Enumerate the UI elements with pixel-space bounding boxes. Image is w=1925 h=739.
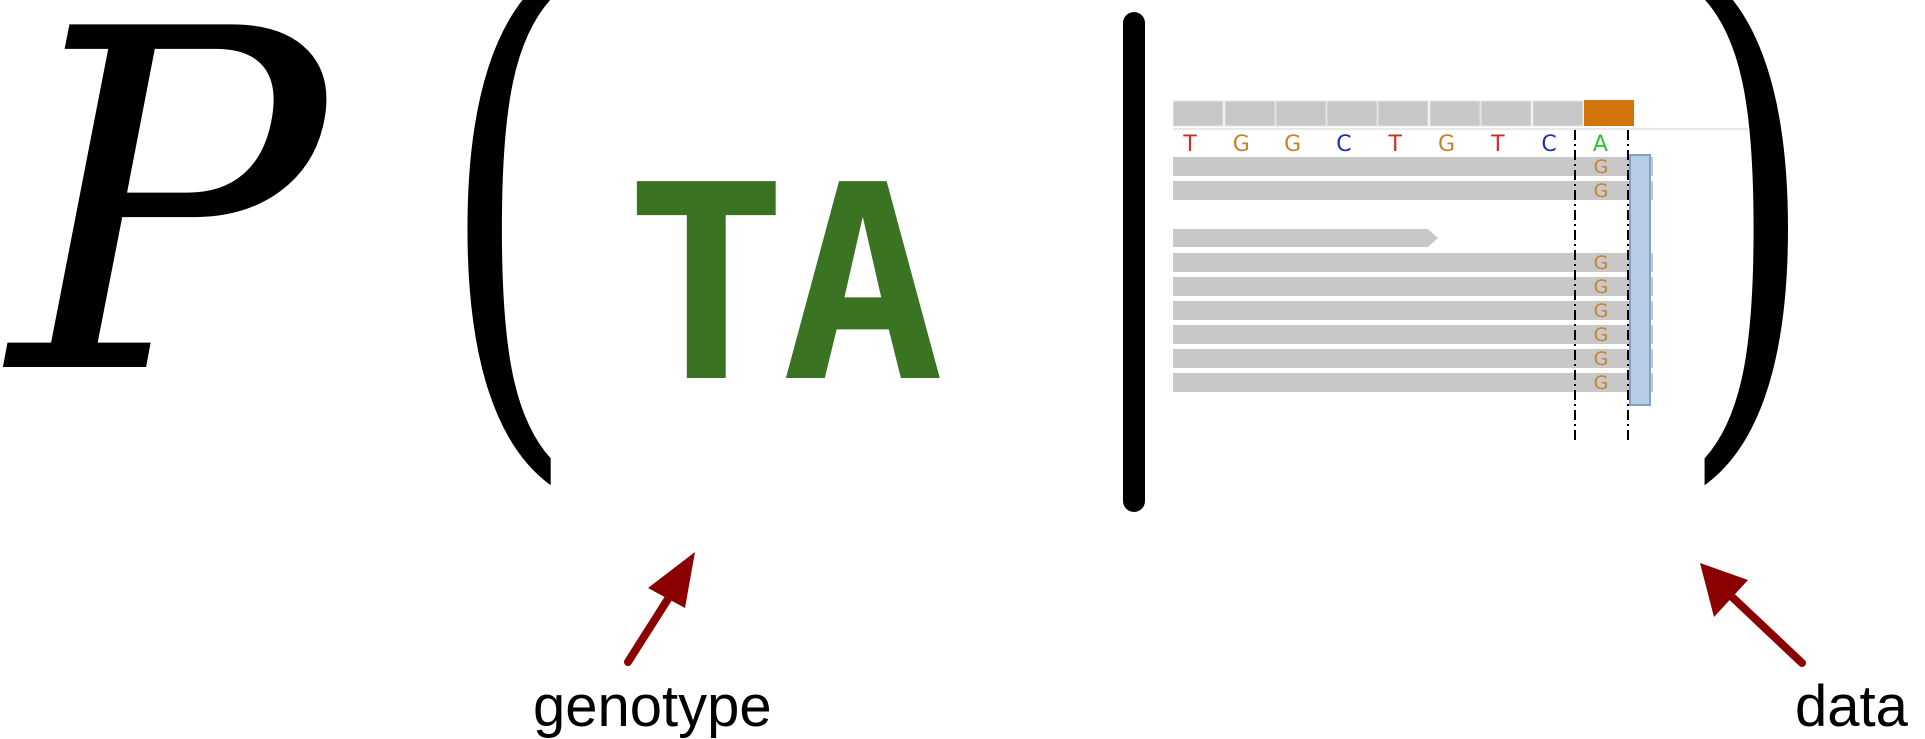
reference-base: C <box>1541 132 1556 157</box>
conditional-bar <box>1123 12 1145 512</box>
coverage-bar <box>1275 100 1327 127</box>
selection-box <box>1629 154 1651 406</box>
read <box>1173 181 1653 200</box>
genotype-label: genotype <box>533 674 772 739</box>
read-alt-base: G <box>1594 300 1609 322</box>
read-alt-base: G <box>1594 372 1609 394</box>
read-alt-base: G <box>1594 348 1609 370</box>
read-alt-base: G <box>1594 276 1609 298</box>
read <box>1173 253 1653 272</box>
read <box>1173 349 1653 368</box>
reference-base: A <box>1593 132 1608 157</box>
coverage-bar <box>1480 100 1532 127</box>
coverage-bar <box>1224 100 1276 127</box>
genotype-text: TA <box>625 127 944 442</box>
right-parenthesis: ) <box>1680 0 1816 531</box>
coverage-bar <box>1173 100 1224 127</box>
data-label: data <box>1795 674 1908 739</box>
data-arrow <box>1700 563 1806 667</box>
reference-base: T <box>1387 132 1402 157</box>
reference-base: G <box>1438 132 1455 157</box>
reference-base: T <box>1182 132 1197 157</box>
coverage-bar <box>1326 100 1378 127</box>
read-alt-base: G <box>1594 156 1609 178</box>
read <box>1173 373 1653 392</box>
reference-base: G <box>1233 132 1250 157</box>
coverage-bar <box>1532 100 1584 127</box>
reference-base: C <box>1336 132 1351 157</box>
read-alt-base: G <box>1594 252 1609 274</box>
reference-base: G <box>1284 132 1301 157</box>
probability-symbol: P <box>10 0 327 478</box>
left-parenthesis: ( <box>440 0 576 531</box>
genotype-arrow <box>624 552 695 666</box>
coverage-bar <box>1377 100 1429 127</box>
reference-base: T <box>1490 132 1505 157</box>
read-alt-base: G <box>1594 180 1609 202</box>
coverage-bar <box>1429 100 1481 127</box>
coverage-bar-highlight <box>1584 100 1634 126</box>
read <box>1173 277 1653 296</box>
read <box>1173 229 1438 247</box>
read <box>1173 301 1653 320</box>
read-alt-base: G <box>1594 324 1609 346</box>
read <box>1173 157 1653 176</box>
read <box>1173 325 1653 344</box>
